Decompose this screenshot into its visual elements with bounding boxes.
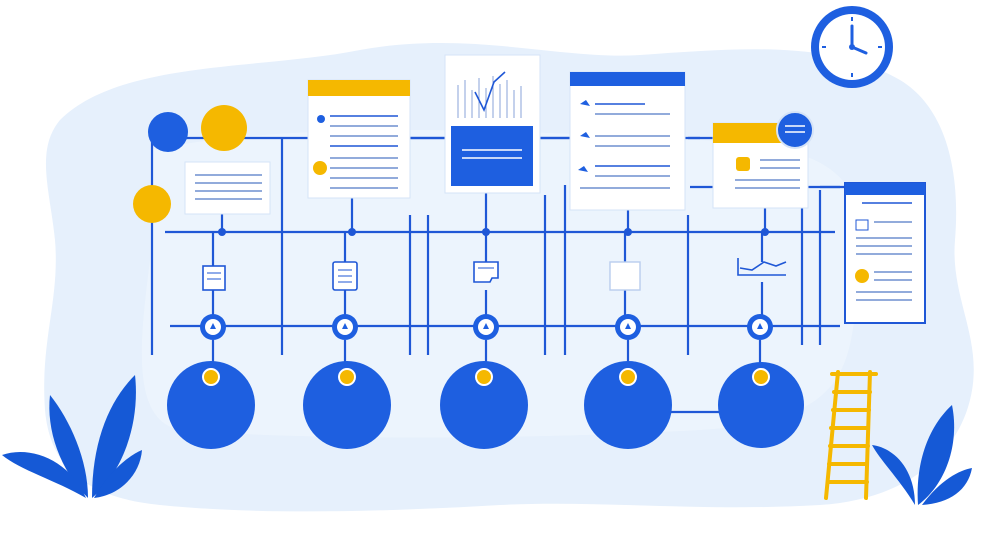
pin-icon [580,100,590,106]
node-4 [584,361,672,449]
coin-icon [338,368,356,386]
chart-icon [737,258,787,276]
pin-icon [578,166,588,172]
junction-dots [218,228,769,236]
ladder-icon [824,370,878,500]
coin-icon [202,368,220,386]
coin-icon [313,161,327,175]
document-icon [202,265,226,291]
leaf-icon [872,405,972,505]
node-2 [303,361,391,449]
chart-icon [457,76,522,118]
document-icon [317,115,325,123]
card-small-left [184,161,271,215]
card-far-right [844,182,926,324]
card-blue-list [569,71,686,211]
coin-icon [752,368,770,386]
small-lock-badges [200,314,773,340]
accent-circle-yellow [201,105,247,151]
clock-icon [811,6,893,88]
coin-icon [855,269,869,283]
coin-icon [619,368,637,386]
badge-icon [736,157,750,171]
coin-icon [475,368,493,386]
toggle-icon [776,111,814,149]
card-yellow-left [307,79,411,199]
card-chart [444,54,541,194]
lock-icon [615,314,641,340]
node-1 [167,361,255,449]
folder-icon [473,261,499,283]
blank-card-icon [609,261,641,291]
process-nodes [167,361,804,449]
accent-circle-yellow-small [133,185,171,223]
lock-icon [747,314,773,340]
leaf-icon [2,375,142,498]
note-icon [855,219,869,231]
clipboard-icon [332,261,358,291]
lock-icon [200,314,226,340]
accent-circle-blue [148,112,188,152]
lock-icon [332,314,358,340]
node-3 [440,361,528,449]
node-5 [718,362,804,448]
pin-icon [580,132,590,138]
lock-icon [473,314,499,340]
